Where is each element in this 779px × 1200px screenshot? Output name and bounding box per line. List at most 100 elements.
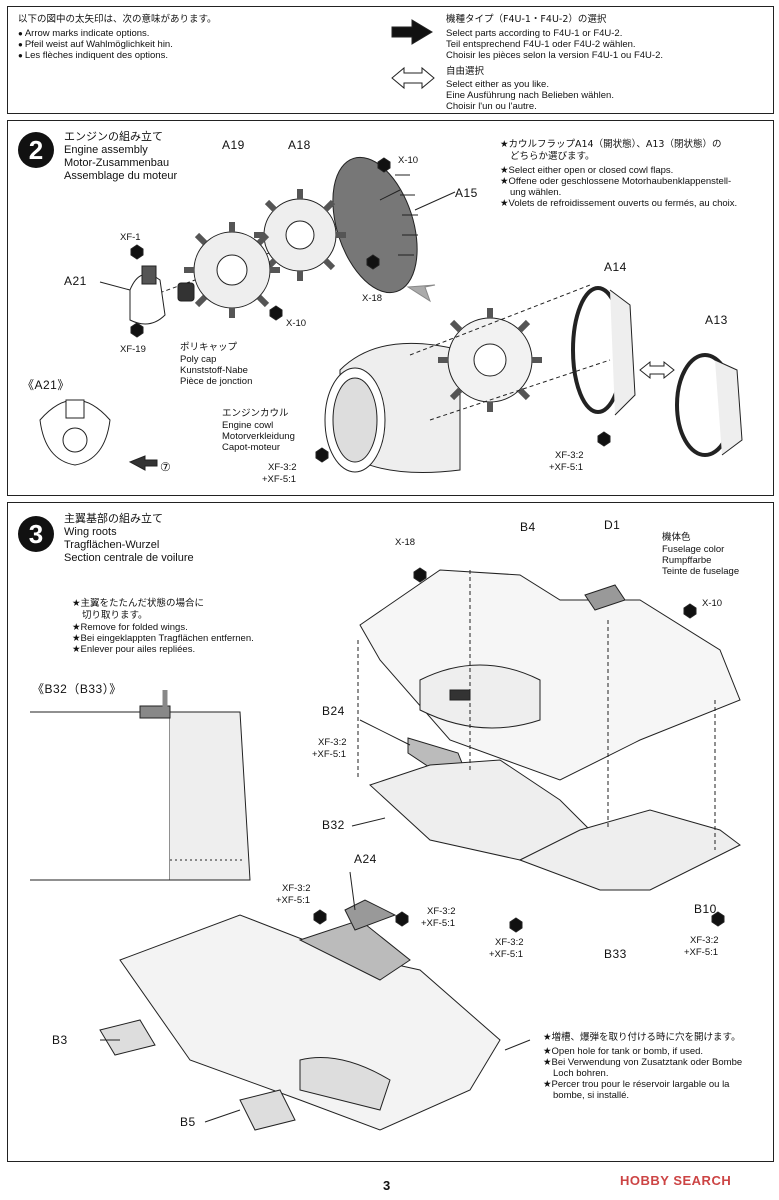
part-a14 — [571, 286, 636, 416]
step3-title-ja: 主翼基部の組み立て — [64, 512, 163, 525]
label-a18: A18 — [288, 138, 311, 152]
label-a13: A13 — [705, 313, 728, 327]
step2-note-2: ★Offene oder geschlossene Motorhaubenkla… — [500, 176, 732, 187]
mix-b24-1: XF-3:2 — [318, 737, 347, 748]
step2-note-1: ★Select either open or closed cowl flaps… — [500, 165, 674, 176]
label-xf19: XF-19 — [120, 344, 146, 355]
part-a21 — [129, 273, 166, 325]
label-a19: A19 — [222, 138, 245, 152]
label-x18-s3: X-18 — [395, 537, 416, 548]
label-a15: A15 — [455, 186, 478, 200]
label-b4: B4 — [520, 520, 536, 534]
part-b3 — [99, 1019, 156, 1056]
legend-free-line-2: Eine Ausführung nach Belieben wählen. — [446, 90, 614, 101]
mix-a24-left-2: +XF-5:1 — [276, 895, 311, 906]
label-a14: A14 — [604, 260, 627, 274]
label-circle-7: ⑦ — [160, 460, 172, 474]
part-d1 — [584, 584, 626, 611]
mix-b24-2: +XF-5:1 — [312, 749, 347, 760]
label-b10: B10 — [694, 902, 717, 916]
mix-flap-1: XF-3:2 — [555, 450, 584, 461]
legend-free-ja: 自由選択 — [446, 66, 485, 77]
detail-b32 — [30, 690, 251, 881]
fuselage-fr: Teinte de fuselage — [662, 566, 740, 577]
hole-3: Loch bohren. — [553, 1068, 609, 1079]
label-x10-top: X-10 — [398, 155, 419, 166]
polycap-de: Kunststoff-Nabe — [180, 365, 248, 376]
step2-note-ja-1: ★カウルフラップA14（開状態）、A13（閉状態）の — [500, 139, 722, 150]
step3-title-de: Tragflächen-Wurzel — [64, 539, 160, 551]
label-b5: B5 — [180, 1115, 196, 1129]
hole-ja: ★増槽、爆弾を取り付ける時に穴を開けます。 — [543, 1032, 741, 1043]
label-b33: B33 — [604, 947, 627, 961]
hole-4: ★Percer trou pour le réservoir largable … — [543, 1079, 730, 1090]
bold-arrow-icon — [391, 19, 433, 45]
engine-cowl — [324, 342, 461, 473]
step2-box — [7, 120, 774, 496]
fuselage-de: Rumpffarbe — [662, 555, 712, 566]
part-b33 — [518, 809, 741, 891]
hole-1: ★Open hole for tank or bomb, if used. — [543, 1046, 704, 1057]
remove-de: ★Bei eingeklappten Tragflächen entfernen… — [72, 633, 254, 644]
step2-number: 2 — [18, 132, 54, 168]
fuselage-ja: 機体色 — [662, 532, 691, 543]
mix-a24-right-1: XF-3:2 — [427, 906, 456, 917]
poly-cap — [177, 282, 195, 302]
fuselage-en: Fuselage color — [662, 544, 725, 555]
part-b32 — [369, 759, 591, 861]
cowl-en: Engine cowl — [222, 420, 274, 431]
page-number: 3 — [383, 1178, 391, 1193]
mix-a24-right-2: +XF-5:1 — [421, 918, 456, 929]
remove-en: ★Remove for folded wings. — [72, 622, 188, 633]
step2-note-4: ★Volets de refroidissement ouverts ou fe… — [500, 198, 738, 209]
cowl-ja: エンジンカウル — [222, 408, 289, 419]
label-x10-s3: X-10 — [702, 598, 723, 609]
label-b32-detail: 《B32（B33）》 — [32, 682, 122, 696]
legend-select-line-1: Select parts according to F4U-1 or F4U-2… — [446, 28, 623, 39]
label-a24: A24 — [354, 852, 377, 866]
remove-fr: ★Enlever pour ailes repliées. — [72, 644, 196, 655]
mix-b10-2: +XF-5:1 — [684, 947, 719, 958]
label-x10-mid: X-10 — [286, 318, 307, 329]
legend-left-line-1: Arrow marks indicate options. — [18, 28, 150, 39]
mix-b33-left-2: +XF-5:1 — [489, 949, 524, 960]
polycap-ja: ポリキャップ — [180, 342, 238, 353]
hole-2: ★Bei Verwendung von Zusatztank oder Bomb… — [543, 1057, 743, 1068]
step3-title-en: Wing roots — [64, 526, 117, 538]
hole-5: bombe, si installé. — [553, 1090, 630, 1101]
part-a24 — [344, 899, 397, 931]
detail-a21 — [39, 399, 158, 471]
label-d1: D1 — [604, 518, 621, 532]
part-a19 — [184, 222, 280, 318]
step2-title-en: Engine assembly — [64, 144, 148, 156]
double-arrow-icon — [391, 66, 435, 90]
step2-note-3: ung wählen. — [510, 187, 562, 198]
remove-ja-2: 切り取ります。 — [82, 610, 148, 621]
label-b24: B24 — [322, 704, 345, 718]
legend-left-ja: 以下の図中の太矢印は、次の意味があります。 — [18, 14, 217, 25]
step3-box — [7, 502, 774, 1162]
step2-title-ja: エンジンの組み立て — [64, 130, 163, 143]
remove-ja-1: ★主翼をたたんだ状態の場合に — [72, 598, 205, 609]
mix-a24-left-1: XF-3:2 — [282, 883, 311, 894]
polycap-fr: Pièce de jonction — [180, 376, 253, 387]
part-a13 — [675, 353, 743, 457]
cowl-de: Motorverkleidung — [222, 431, 295, 442]
legend-free-line-1: Select either as you like. — [446, 79, 549, 90]
legend-left-line-2: Pfeil weist auf Wahlmöglichkeit hin. — [18, 39, 173, 50]
legend-left-line-3: Les flèches indiquent des options. — [18, 50, 168, 61]
mix-cowl-1: XF-3:2 — [268, 462, 297, 473]
legend-select-ja: 機種タイプ（F4U-1・F4U-2）の選択 — [446, 14, 607, 25]
step3-number: 3 — [18, 516, 54, 552]
step3-title-fr: Section centrale de voilure — [64, 552, 194, 564]
part-b4 — [359, 569, 741, 781]
mix-b10-1: XF-3:2 — [690, 935, 719, 946]
legend-box — [7, 6, 774, 114]
step2-title-fr: Assemblage du moteur — [64, 170, 178, 182]
legend-select-line-3: Choisir les pièces selon la version F4U-… — [446, 50, 664, 61]
polycap-en: Poly cap — [180, 354, 217, 365]
step2-note-ja-2: どちらか選びます。 — [510, 151, 595, 162]
part-a18 — [254, 189, 346, 281]
label-a21: A21 — [64, 274, 87, 288]
